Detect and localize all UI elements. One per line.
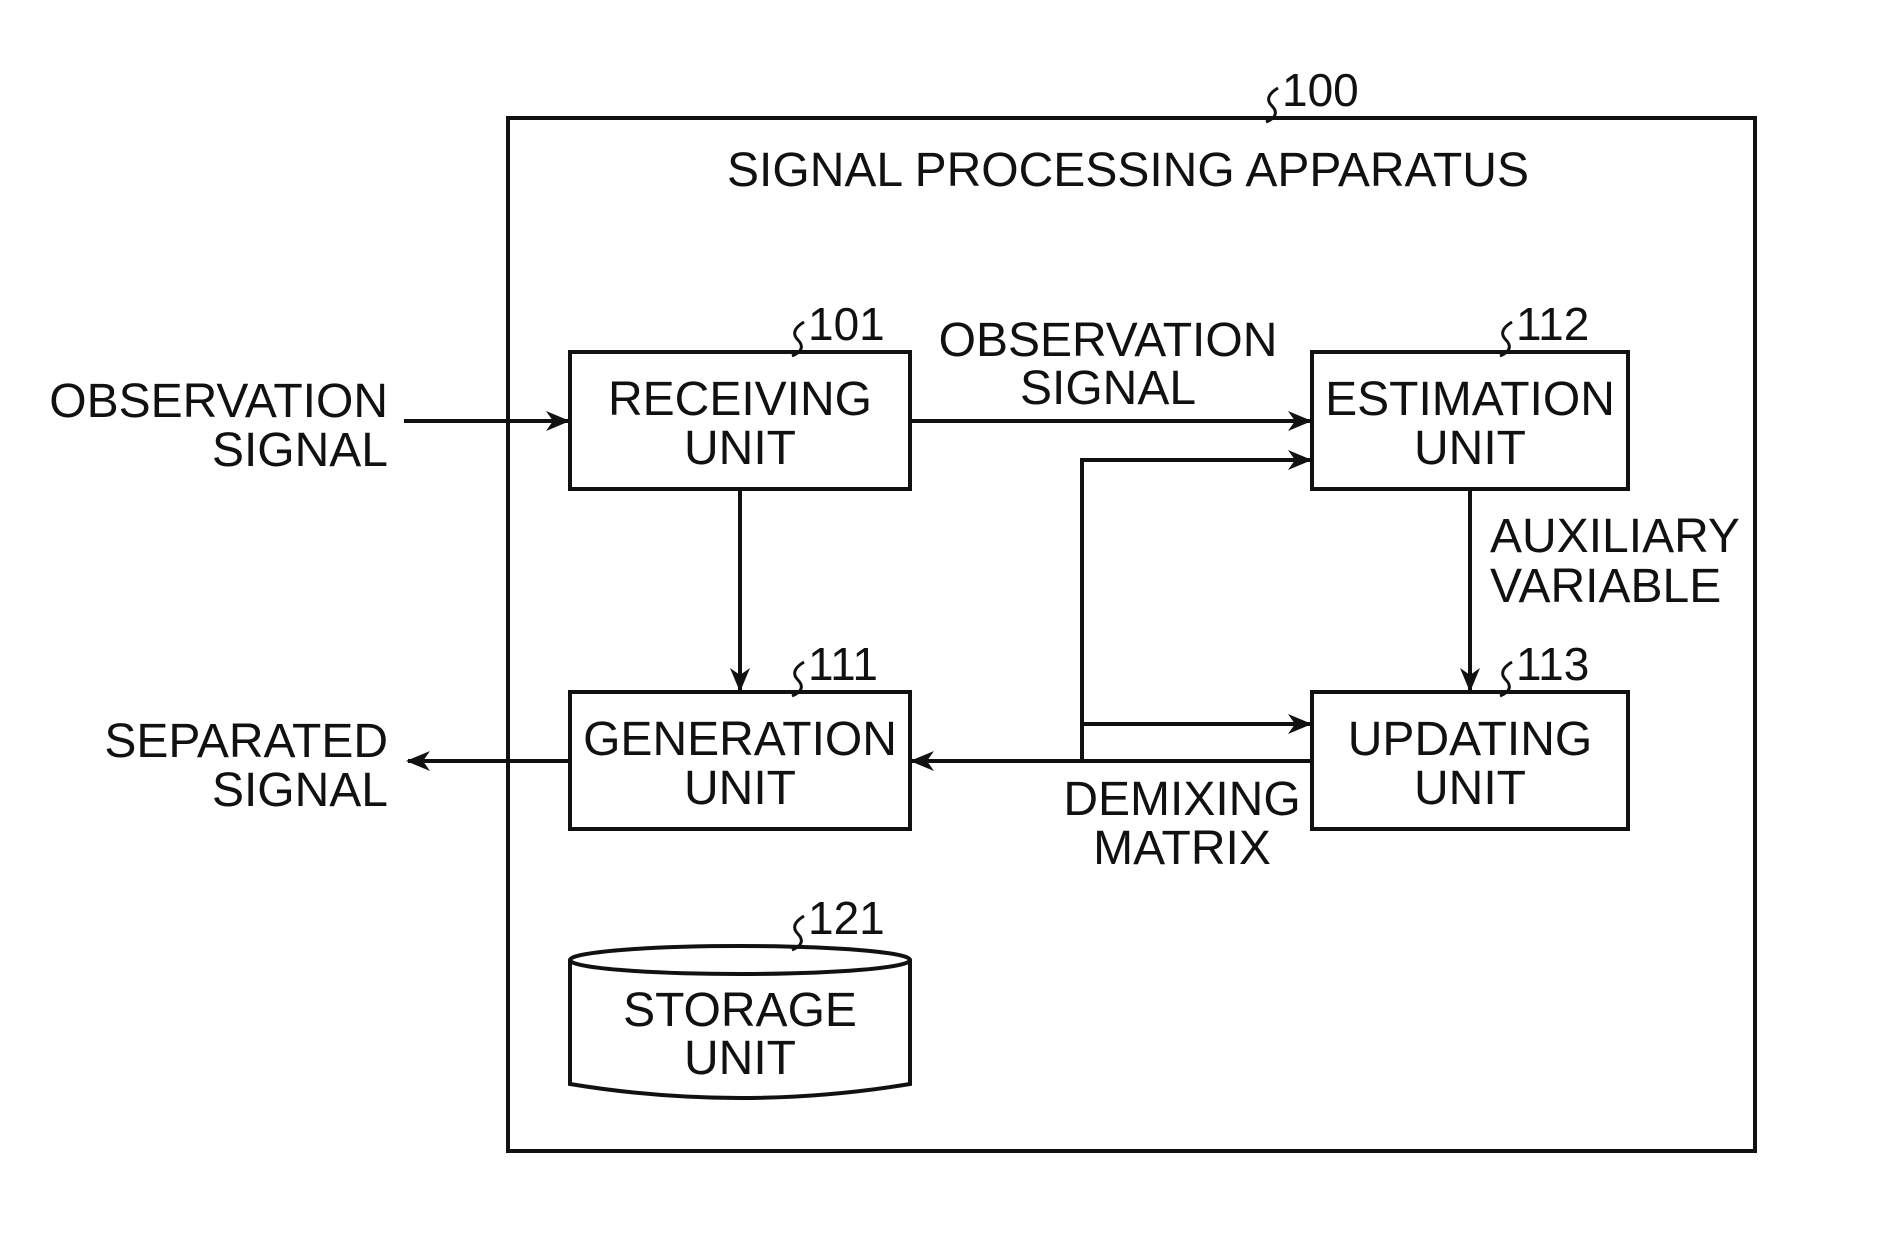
storage-unit-label-line1: STORAGE bbox=[623, 984, 857, 1037]
auxiliary-variable-label-line1: AUXILIARY bbox=[1490, 510, 1740, 563]
storage-unit-ref: 121 bbox=[808, 892, 885, 944]
receiving-unit-ref: 101 bbox=[808, 298, 885, 350]
input-signal-label-line1: OBSERVATION bbox=[49, 375, 388, 428]
input-signal-label-line2: SIGNAL bbox=[212, 424, 388, 477]
updating-unit-ref: 113 bbox=[1516, 638, 1589, 690]
apparatus-ref: 100 bbox=[1282, 64, 1359, 116]
generation-unit-label-line2: UNIT bbox=[684, 762, 796, 815]
apparatus-title: SIGNAL PROCESSING APPARATUS bbox=[727, 144, 1529, 197]
demixing-matrix-label-line2: MATRIX bbox=[1093, 822, 1271, 875]
auxiliary-variable-label-line2: VARIABLE bbox=[1490, 560, 1721, 613]
generation-unit-ref: 111 bbox=[808, 638, 878, 690]
receiving-unit-label-line1: RECEIVING bbox=[608, 373, 872, 426]
storage-unit-label-line2: UNIT bbox=[684, 1032, 796, 1085]
updating-unit-label-line1: UPDATING bbox=[1348, 713, 1592, 766]
separated-signal-label-line1: SEPARATED bbox=[104, 715, 388, 768]
separated-signal-label-line2: SIGNAL bbox=[212, 764, 388, 817]
demixing-matrix-label-line1: DEMIXING bbox=[1063, 773, 1300, 826]
estimation-unit-ref: 112 bbox=[1516, 298, 1589, 350]
generation-unit-label-line1: GENERATION bbox=[583, 713, 897, 766]
demixing-feedback-to-estimation-arrow bbox=[1082, 460, 1310, 761]
receiving-unit-label-line2: UNIT bbox=[684, 422, 796, 475]
updating-unit-label-line2: UNIT bbox=[1414, 762, 1526, 815]
estimation-unit-label-line2: UNIT bbox=[1414, 422, 1526, 475]
observation-signal-label-line2: SIGNAL bbox=[1020, 362, 1196, 415]
observation-signal-label-line1: OBSERVATION bbox=[939, 314, 1278, 367]
estimation-unit-label-line1: ESTIMATION bbox=[1325, 373, 1615, 426]
